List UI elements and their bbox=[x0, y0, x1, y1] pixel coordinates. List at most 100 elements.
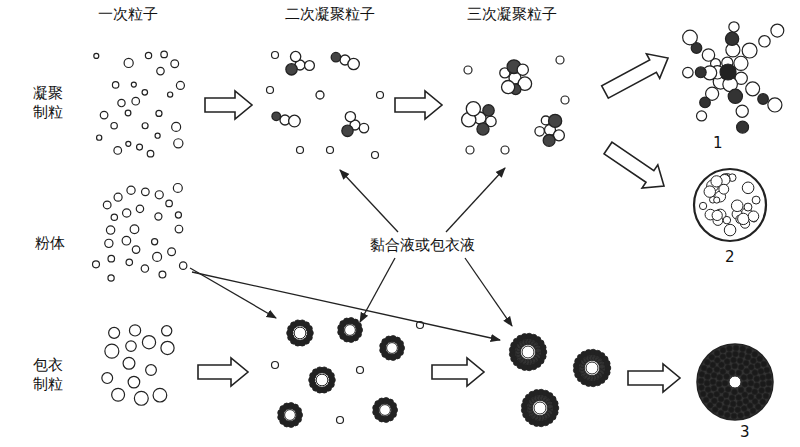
coating-grain bbox=[716, 381, 722, 387]
coating-grain bbox=[718, 396, 724, 402]
coating-grain bbox=[733, 345, 739, 351]
primary-particle bbox=[147, 150, 154, 157]
coating-grain bbox=[756, 394, 762, 400]
particle bbox=[286, 64, 297, 75]
powder-particle bbox=[106, 226, 114, 234]
coating-grain bbox=[752, 370, 758, 376]
primary-particle bbox=[267, 87, 274, 94]
primary-particle bbox=[176, 81, 184, 89]
primary-particle bbox=[128, 376, 140, 388]
coating-grain bbox=[754, 383, 760, 389]
particle bbox=[744, 203, 752, 211]
primary-particle bbox=[125, 110, 131, 116]
primary-particle bbox=[297, 147, 304, 154]
particle bbox=[359, 123, 368, 132]
coating-grain bbox=[306, 325, 312, 331]
particle bbox=[734, 56, 748, 70]
coating-grain bbox=[720, 369, 726, 375]
primary-particle bbox=[142, 123, 148, 129]
coated-particle bbox=[521, 389, 558, 427]
particle bbox=[736, 105, 748, 117]
row-label: 包衣 制粒 bbox=[30, 356, 66, 394]
coating-grain bbox=[699, 372, 705, 378]
coating-grain bbox=[716, 402, 722, 408]
coating-grain bbox=[745, 354, 751, 360]
particle bbox=[699, 202, 706, 209]
coating-grain bbox=[750, 408, 756, 414]
column-heading: 二次凝聚粒子 bbox=[285, 5, 375, 24]
coating-grain bbox=[742, 392, 748, 398]
coating-grain bbox=[759, 388, 765, 394]
primary-particle bbox=[112, 82, 118, 88]
coating-grain bbox=[705, 387, 711, 393]
core-particle bbox=[345, 325, 356, 336]
powder-particle bbox=[175, 225, 183, 233]
primary-particle bbox=[123, 357, 135, 369]
core-particle bbox=[586, 362, 598, 374]
granule-outline bbox=[694, 169, 766, 241]
primary-particle bbox=[124, 58, 133, 67]
primary-particle bbox=[168, 92, 173, 97]
coating-grain bbox=[766, 380, 772, 386]
particle bbox=[345, 112, 355, 122]
particle bbox=[331, 52, 340, 61]
coated-particle bbox=[287, 320, 314, 346]
row-label: 黏合液或包衣液 bbox=[368, 236, 477, 255]
coating-grain bbox=[328, 372, 334, 378]
coating-grain bbox=[731, 357, 737, 363]
coating-grain bbox=[738, 413, 744, 419]
coating-grain bbox=[718, 410, 724, 416]
coating-grain bbox=[764, 367, 770, 373]
core-particle bbox=[380, 405, 391, 416]
primary-particle bbox=[109, 327, 120, 338]
coating-grain bbox=[715, 357, 721, 363]
powder-particle bbox=[132, 246, 139, 253]
primary-particle bbox=[327, 147, 334, 154]
coating-grain bbox=[746, 387, 752, 393]
coating-grain bbox=[752, 399, 758, 405]
coating-grain bbox=[725, 412, 731, 418]
coating-grain bbox=[747, 403, 753, 409]
core-particle bbox=[534, 402, 546, 414]
coated-particle bbox=[573, 349, 610, 387]
powder-particle bbox=[108, 255, 115, 262]
coating-grain bbox=[744, 368, 750, 374]
coating-grain bbox=[705, 374, 711, 380]
coating-grain bbox=[741, 375, 747, 381]
core-particle bbox=[522, 346, 534, 358]
coating-grain bbox=[535, 348, 540, 353]
primary-particle bbox=[556, 56, 564, 64]
powder-particle bbox=[123, 209, 131, 217]
particle bbox=[549, 114, 562, 127]
primary-particle bbox=[174, 139, 183, 148]
coating-grain bbox=[751, 358, 757, 364]
primary-particle bbox=[97, 135, 102, 140]
coating-grain bbox=[746, 348, 752, 354]
coating-grain bbox=[737, 358, 743, 364]
coating-grain bbox=[722, 405, 728, 411]
coating-grain bbox=[711, 385, 717, 391]
core-particle bbox=[729, 376, 741, 388]
leader-arrow bbox=[360, 258, 395, 322]
primary-particle bbox=[501, 146, 509, 154]
coating-grain bbox=[714, 350, 720, 356]
coating-grain bbox=[732, 389, 738, 395]
coating-grain bbox=[729, 395, 735, 401]
powder-particle bbox=[175, 212, 181, 218]
coating-grain bbox=[738, 387, 744, 393]
primary-particle bbox=[464, 66, 472, 74]
coated-particle bbox=[278, 403, 303, 428]
coating-grain bbox=[729, 370, 735, 376]
callout-number: 3 bbox=[740, 423, 750, 442]
particle bbox=[737, 121, 749, 133]
primary-particle bbox=[153, 388, 167, 402]
particle bbox=[466, 102, 480, 116]
primary-particle bbox=[112, 388, 125, 401]
spherical-granule bbox=[694, 169, 766, 241]
coating-grain bbox=[712, 398, 718, 404]
powder-particle bbox=[155, 191, 163, 199]
particle bbox=[768, 98, 782, 112]
coating-grain bbox=[703, 397, 709, 403]
coating-grain bbox=[698, 378, 704, 384]
process-arrow bbox=[205, 91, 252, 119]
